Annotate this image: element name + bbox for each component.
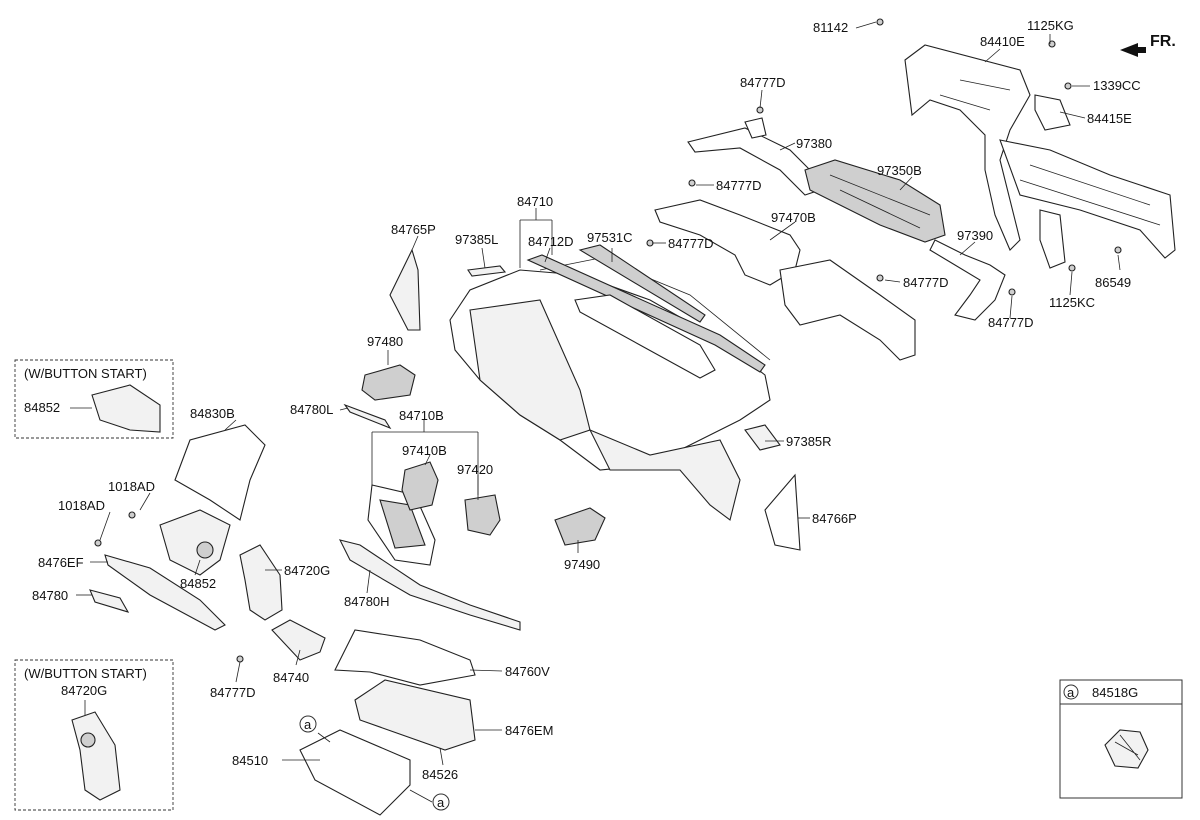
label-84780: 84780 [32,588,68,603]
start-button-inset-icon [80,732,96,748]
label-84765P: 84765P [391,222,436,237]
fasteners [94,18,1122,663]
shroud-84830B [174,424,266,521]
label-97490: 97490 [564,557,600,572]
label-97531C: 97531C [587,230,633,245]
label-97385R: 97385R [786,434,832,449]
label-1339CC: 1339CC [1093,78,1141,93]
vent-97410B [401,461,439,511]
label-97470B: 97470B [771,210,816,225]
front-arrow-icon [1120,43,1146,57]
label-84777D-d: 84777D [903,275,949,290]
vent-97490 [554,507,606,546]
label-84777D-b: 84777D [716,178,762,193]
bracket-84740 [271,619,326,661]
grille-97385L [467,265,507,277]
label-84415E: 84415E [1087,111,1132,126]
inset-top-part: 84852 [24,400,60,415]
leader-lines [76,21,1121,803]
inset-button-start-84852: (W/BUTTON START) 84852 [14,359,174,439]
vent-97420 [464,494,501,536]
label-84777D-a: 84777D [740,75,786,90]
crash-pad-84710 [449,244,771,521]
marker-a-2: a [437,795,445,810]
label-84526: 84526 [422,767,458,782]
label-81142: 81142 [813,20,848,35]
start-button-icon [196,541,214,559]
duct-97390 [929,239,1006,321]
duct-97350B [804,159,946,243]
cowl-cross-bar [904,44,1176,269]
callout-84518G: a 84518G [1059,679,1183,799]
cover-84765P [389,248,421,331]
clip-icon [1104,729,1149,769]
inset-top-title: (W/BUTTON START) [24,366,147,381]
cover-84852 [159,509,231,576]
label-84710: 84710 [517,194,553,209]
part-labels: 81142 1125KG 84410E 1339CC 84415E 84777D… [32,18,1141,782]
bracket-84720G [239,544,283,621]
label-1018AD-b: 1018AD [58,498,105,513]
label-84780H: 84780H [344,594,390,609]
label-84777D-e: 84777D [988,315,1034,330]
label-97380: 97380 [796,136,832,151]
trim-84780H [338,539,521,631]
front-label: FR. [1150,33,1176,50]
inset-button-start-84720G: (W/BUTTON START) 84720G [14,659,174,811]
trim-84780 [89,589,130,613]
duct-97380 [687,117,821,196]
front-direction-indicator: FR. [1120,33,1176,57]
side-cover-84766P [764,473,801,551]
label-97420: 97420 [457,462,493,477]
label-1018AD-a: 1018AD [108,479,155,494]
label-97390: 97390 [957,228,993,243]
glove-box-housing-84760V [334,629,476,686]
label-84710B: 84710B [399,408,444,423]
inset-bottom-part: 84720G [61,683,107,698]
glove-box-frame-8476EM [354,679,476,751]
callout-marker: a [1067,685,1075,700]
inset-bottom-title: (W/BUTTON START) [24,666,147,681]
trim-84780L [343,403,392,430]
label-8476EM: 8476EM [505,723,553,738]
label-84760V: 84760V [505,664,550,679]
label-84852: 84852 [180,576,216,591]
label-84712D: 84712D [528,234,574,249]
label-8476EF: 8476EF [38,555,84,570]
label-97480: 97480 [367,334,403,349]
marker-a-1: a [304,717,312,732]
trim-8476EF [104,554,226,631]
label-97385L: 97385L [455,232,498,247]
label-84830B: 84830B [190,406,235,421]
label-84740: 84740 [273,670,309,685]
reference-markers: a a [299,715,450,811]
label-1125KG: 1125KG [1027,18,1074,33]
glove-box-84510 [299,729,411,816]
label-84777D-c: 84777D [668,236,714,251]
label-97410B: 97410B [402,443,447,458]
vent-97480 [361,364,416,401]
label-84766P: 84766P [812,511,857,526]
label-84510: 84510 [232,753,268,768]
label-84410E: 84410E [980,34,1025,49]
label-86549: 86549 [1095,275,1131,290]
callout-part: 84518G [1092,685,1138,700]
grille-97385R [744,424,781,451]
label-1125KC: 1125KC [1049,295,1095,310]
label-84777D-f: 84777D [210,685,256,700]
label-84780L: 84780L [290,402,333,417]
label-84720G: 84720G [284,563,330,578]
label-97350B: 97350B [877,163,922,178]
duct-97470B [654,199,916,361]
